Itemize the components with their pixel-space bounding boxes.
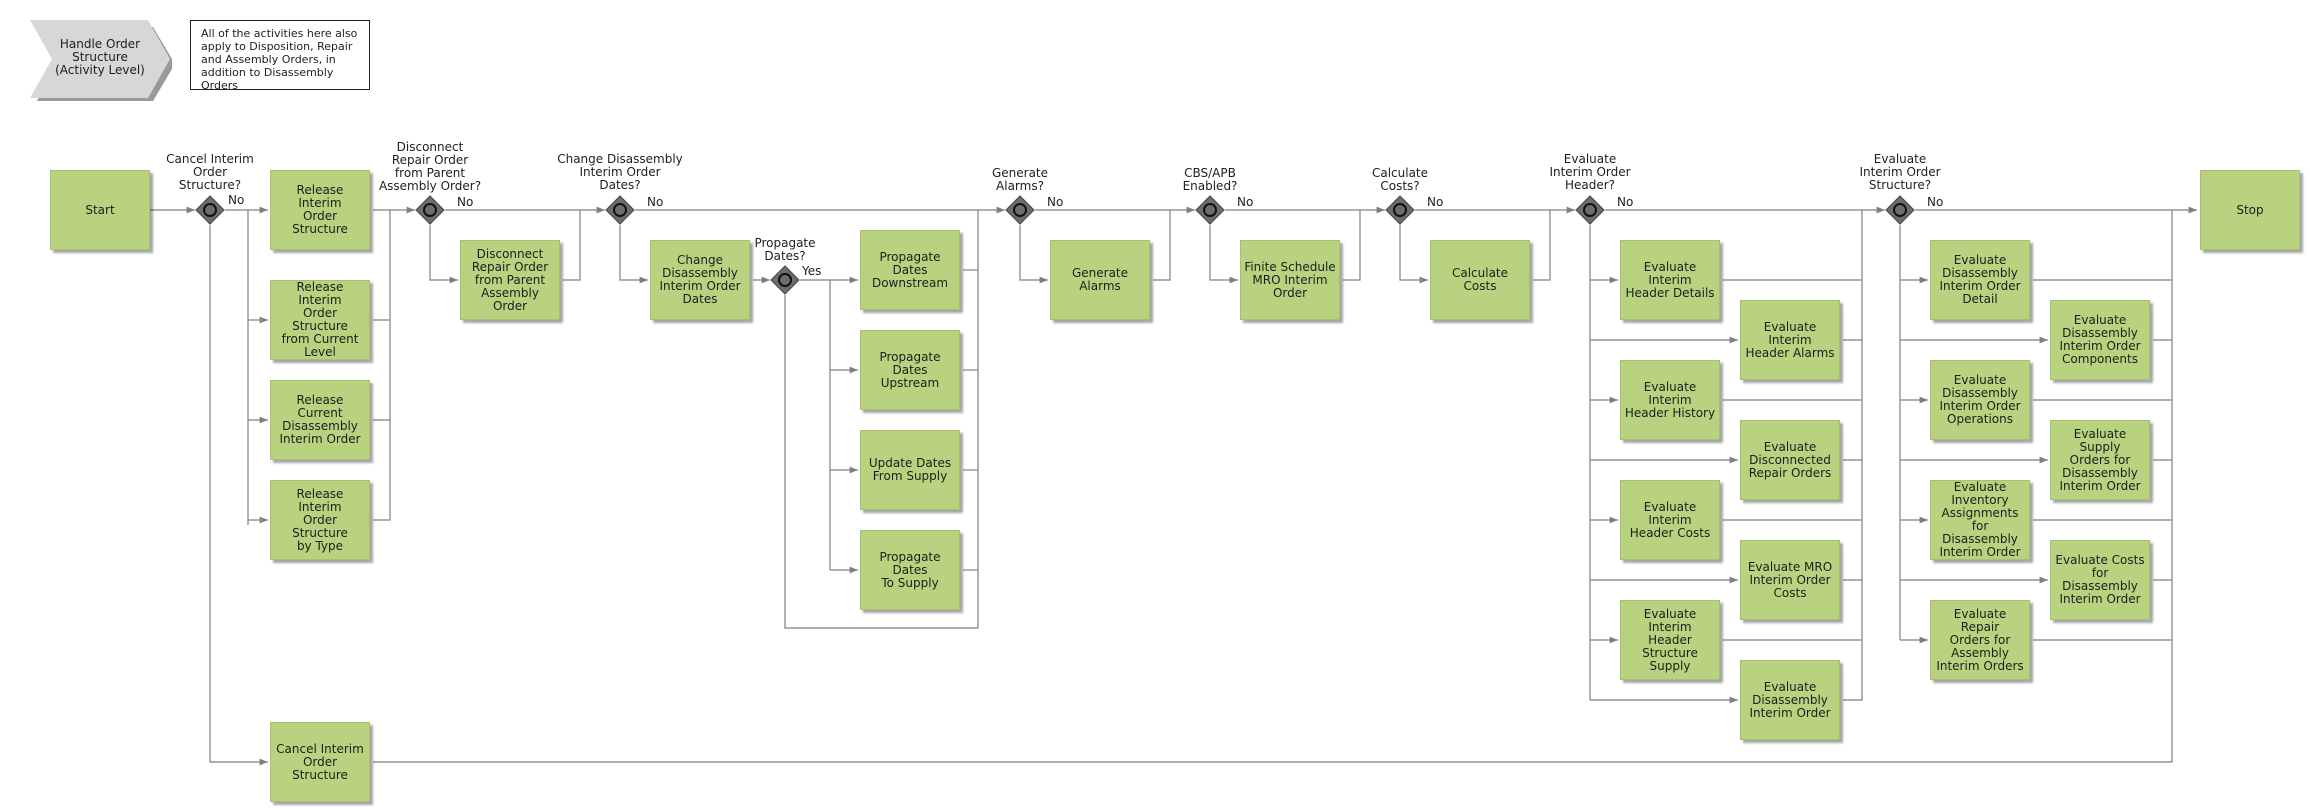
edge-label-yes: Yes — [802, 264, 822, 278]
gateway-diamond-change-dates[interactable] — [605, 195, 635, 225]
edge-label-no: No — [1427, 195, 1444, 209]
gateway-label-cbs: CBS/APB Enabled? — [1182, 166, 1238, 193]
activity-evaluate-header-details[interactable]: Evaluate Interim Header Details — [1620, 240, 1720, 320]
edge-label-no: No — [647, 195, 664, 209]
activity-calculate-costs[interactable]: Calculate Costs — [1430, 240, 1530, 320]
gateway-diamond-cancel[interactable] — [195, 195, 225, 225]
activity-release-from-current-level[interactable]: Release Interim Order Structure from Cur… — [270, 280, 370, 360]
activity-generate-alarms[interactable]: Generate Alarms — [1050, 240, 1150, 320]
edge-label-no: No — [1237, 195, 1254, 209]
edge-label-no: No — [457, 195, 474, 209]
activity-evaluate-disassembly-interim-order[interactable]: Evaluate Disassembly Interim Order — [1740, 660, 1840, 740]
edge-label-no: No — [1927, 195, 1944, 209]
activity-evaluate-mro-costs[interactable]: Evaluate MRO Interim Order Costs — [1740, 540, 1840, 620]
activity-release-current-disassembly[interactable]: Release Current Disassembly Interim Orde… — [270, 380, 370, 460]
activity-evaluate-disassembly-operations[interactable]: Evaluate Disassembly Interim Order Opera… — [1930, 360, 2030, 440]
gateway-label-alarms: Generate Alarms? — [991, 166, 1049, 193]
gateway-label-costs: Calculate Costs? — [1371, 166, 1429, 193]
activity-evaluate-header-costs[interactable]: Evaluate Interim Header Costs — [1620, 480, 1720, 560]
activity-evaluate-header-alarms[interactable]: Evaluate Interim Header Alarms — [1740, 300, 1840, 380]
process-title: Handle Order Structure (Activity Level) — [55, 37, 145, 77]
activity-evaluate-supply-orders[interactable]: Evaluate Supply Orders for Disassembly I… — [2050, 420, 2150, 500]
gateway-diamond-structure[interactable] — [1885, 195, 1915, 225]
gateway-diamond-header[interactable] — [1575, 195, 1605, 225]
activity-evaluate-header-history[interactable]: Evaluate Interim Header History — [1620, 360, 1720, 440]
gateway-label-structure: Evaluate Interim Order Structure? — [1859, 152, 1941, 192]
activity-release-by-type[interactable]: Release Interim Order Structure by Type — [270, 480, 370, 560]
gateway-diamond-alarms[interactable] — [1005, 195, 1035, 225]
activity-evaluate-disassembly-detail[interactable]: Evaluate Disassembly Interim Order Detai… — [1930, 240, 2030, 320]
gateway-label-change-dates: Change Disassembly Interim Order Dates? — [557, 152, 683, 192]
stop-event[interactable]: Stop — [2200, 170, 2300, 250]
gateway-label-cancel: Cancel Interim Order Structure? — [166, 152, 254, 192]
activity-evaluate-inventory-assignments[interactable]: Evaluate Inventory Assignments for Disas… — [1930, 480, 2030, 560]
annotation-note: All of the activities here also apply to… — [190, 20, 370, 92]
activity-evaluate-header-structure-supply[interactable]: Evaluate Interim Header Structure Supply — [1620, 600, 1720, 680]
start-event[interactable]: Start — [50, 170, 150, 250]
activity-disconnect-repair-order[interactable]: Disconnect Repair Order from Parent Asse… — [460, 240, 560, 320]
gateway-diamond-propagate[interactable] — [770, 265, 800, 295]
activity-evaluate-repair-orders[interactable]: Evaluate Repair Orders for Assembly Inte… — [1930, 600, 2030, 680]
edge-label-no: No — [1617, 195, 1634, 209]
activity-cancel-interim-order-structure[interactable]: Cancel Interim Order Structure — [270, 722, 370, 802]
activity-update-dates-from-supply[interactable]: Update Dates From Supply — [860, 430, 960, 510]
activity-evaluate-disassembly-components[interactable]: Evaluate Disassembly Interim Order Compo… — [2050, 300, 2150, 380]
activity-propagate-dates-to-supply[interactable]: Propagate Dates To Supply — [860, 530, 960, 610]
activity-propagate-dates-downstream[interactable]: Propagate Dates Downstream — [860, 230, 960, 310]
activity-propagate-dates-upstream[interactable]: Propagate Dates Upstream — [860, 330, 960, 410]
activity-change-disassembly-dates[interactable]: Change Disassembly Interim Order Dates — [650, 240, 750, 320]
gateway-diamond-cbs[interactable] — [1195, 195, 1225, 225]
gateway-diamond-costs[interactable] — [1385, 195, 1415, 225]
gateway-label-propagate: Propagate Dates? — [754, 236, 816, 263]
activity-evaluate-costs-disassembly[interactable]: Evaluate Costs for Disassembly Interim O… — [2050, 540, 2150, 620]
activity-evaluate-disconnected-repair-orders[interactable]: Evaluate Disconnected Repair Orders — [1740, 420, 1840, 500]
activity-finite-schedule[interactable]: Finite Schedule MRO Interim Order — [1240, 240, 1340, 320]
edge-label-no: No — [1047, 195, 1064, 209]
gateway-label-header: Evaluate Interim Order Header? — [1549, 152, 1631, 192]
edge-label-no: No — [228, 193, 245, 207]
activity-release-interim-order-structure[interactable]: Release Interim Order Structure — [270, 170, 370, 250]
gateway-diamond-disconnect[interactable] — [415, 195, 445, 225]
gateway-label-disconnect: Disconnect Repair Order from Parent Asse… — [378, 140, 482, 193]
process-title-shape — [30, 20, 172, 101]
